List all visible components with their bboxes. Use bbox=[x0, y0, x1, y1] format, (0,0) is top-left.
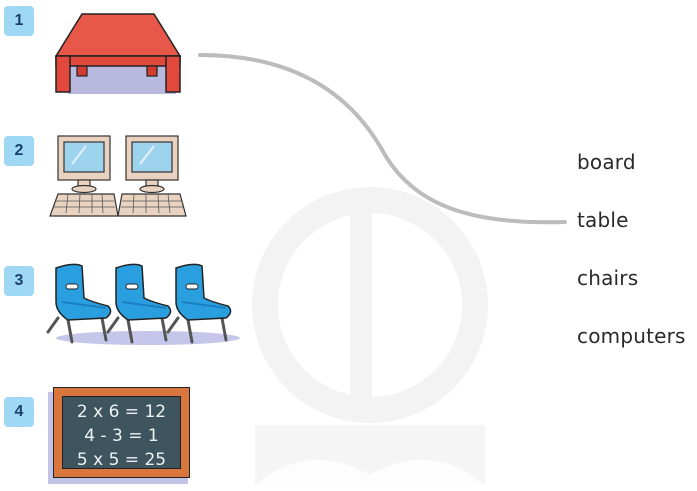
word-chairs[interactable]: chairs bbox=[577, 266, 639, 290]
board-equation: 2 x 6 = 12 bbox=[76, 402, 167, 422]
item-number-badge: 1 bbox=[4, 6, 34, 36]
word-board[interactable]: board bbox=[577, 150, 636, 174]
item-number-badge: 3 bbox=[4, 266, 34, 296]
table-picture[interactable] bbox=[52, 12, 184, 96]
board-equation: 4 - 3 = 1 bbox=[84, 426, 159, 446]
chairs-picture[interactable] bbox=[44, 262, 246, 348]
watermark-logo bbox=[250, 185, 490, 491]
board-picture[interactable]: 2 x 6 = 12 4 - 3 = 1 5 x 5 = 25 bbox=[48, 386, 198, 486]
board-frame: 2 x 6 = 12 4 - 3 = 1 5 x 5 = 25 bbox=[53, 387, 190, 478]
item-number-badge: 4 bbox=[4, 397, 34, 427]
item-number-badge: 2 bbox=[4, 136, 34, 166]
board-equation: 5 x 5 = 25 bbox=[76, 450, 167, 470]
word-computers[interactable]: computers bbox=[577, 324, 686, 348]
computers-picture[interactable] bbox=[48, 134, 188, 222]
board-slate: 2 x 6 = 12 4 - 3 = 1 5 x 5 = 25 bbox=[62, 396, 181, 470]
word-table[interactable]: table bbox=[577, 208, 629, 232]
